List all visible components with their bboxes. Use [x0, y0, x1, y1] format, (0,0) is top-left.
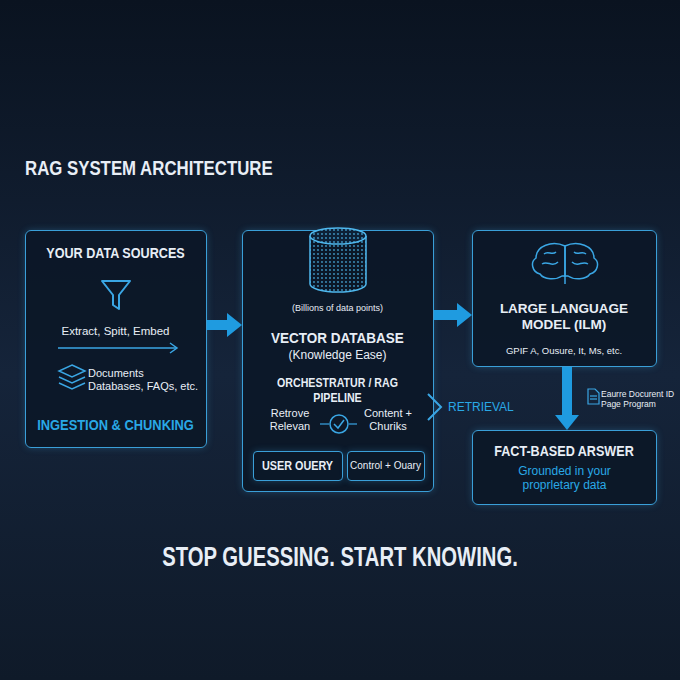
flow-connector [434, 303, 472, 327]
retrieval-chevron [428, 394, 441, 420]
query-box: USER OUERY [253, 451, 343, 481]
step-text: Content + Churiks [353, 407, 423, 433]
arrow-head [227, 313, 242, 337]
source-note: Eaurre Docurent ID Page Program [601, 389, 680, 409]
subtitle: (Knowledge Ease) [243, 348, 432, 362]
arrow-shaft [562, 367, 572, 416]
box-heading: VECTOR DATABASE [252, 329, 422, 347]
diagram-caption: STOP GUESSING. START KNOWING. [85, 541, 595, 573]
stage-label: INGESTION & CHUNKING [33, 417, 198, 434]
diagram-title: RAG SYSTEM ARCHITECTURE [25, 155, 273, 180]
step-text: Extract, Spitt, Embed [26, 325, 205, 339]
database-cylinder [310, 228, 366, 292]
brain-icon [533, 244, 598, 284]
stack-icon [59, 365, 85, 389]
flow-connector [207, 313, 242, 337]
funnel-icon [102, 281, 130, 309]
arrow-shaft [434, 310, 458, 320]
section-heading: ORCHESTRATUR / RAG PIPELINE [257, 376, 418, 406]
control-label: Control + Ouary [348, 460, 423, 472]
pipeline-box: (Billions of data points) VECTOR DATABASE… [242, 230, 434, 492]
control-box: Control + Ouary [347, 451, 425, 481]
answer-note: Grounded in your proprletary data [502, 464, 627, 493]
check-circle [320, 415, 357, 433]
flow-arrow [58, 343, 177, 353]
box-heading: FACT-BASED ARSWER [482, 443, 646, 460]
query-label: USER OUERY [258, 459, 336, 473]
arrow-head [457, 303, 472, 327]
model-box: LARGE LANGUAGE MODEL (ILM) GPIF A, Ousure… [472, 230, 657, 367]
source-box: YOUR DATA SOURCES Extract, Spitt, EmbedDo… [25, 230, 207, 448]
count-note: (Billions of data points) [243, 303, 432, 314]
source-list: Documents Databases, FAQs, etc. [88, 367, 200, 393]
document-icon [588, 389, 599, 404]
flow-label: RETRIEVAL [448, 400, 514, 414]
box-heading: LARGE LANGUAGE MODEL (ILM) [483, 301, 645, 333]
box-heading: YOUR DATA SOURCES [35, 245, 196, 262]
answer-box: FACT-BASED ARSWER Grounded in your proprl… [472, 430, 657, 505]
step-text: Retrove Relevan [257, 407, 323, 433]
flow-connector [555, 367, 579, 430]
arrow-shaft [207, 320, 228, 330]
model-list: GPIF A, Ousure, It, Ms, etc. [473, 345, 655, 356]
arrow-head [555, 415, 579, 430]
